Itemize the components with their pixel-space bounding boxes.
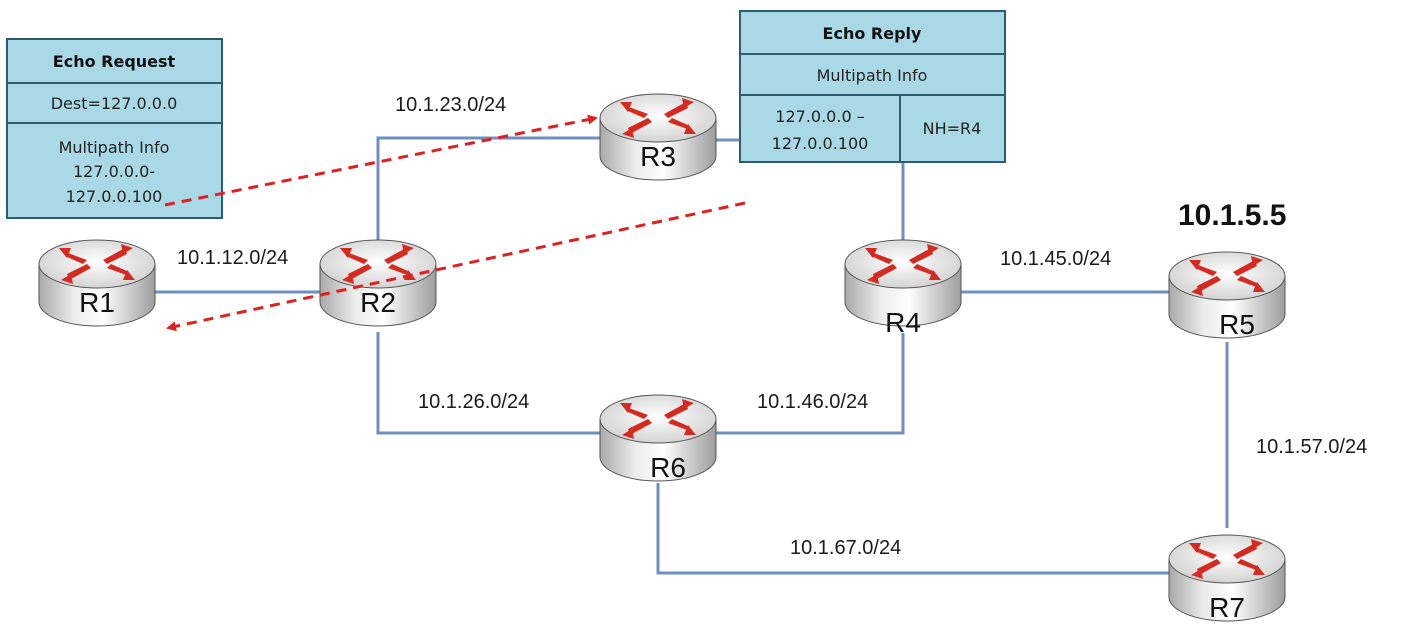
echo-reply-next-hop: NH=R4 <box>923 119 982 138</box>
echo-reply-range-start: 127.0.0.0 – <box>775 107 864 126</box>
link-r6-r7 <box>656 483 1175 575</box>
echo-request-arrow <box>164 114 598 207</box>
router-r6: R6 <box>599 394 717 483</box>
network-label-46: 10.1.46.0/24 <box>757 391 868 413</box>
echo-request-range-end: 127.0.0.100 <box>66 187 163 206</box>
echo-reply-range-end: 127.0.0.100 <box>772 134 869 153</box>
router-r5-label: R5 <box>1219 309 1255 340</box>
router-r7: R7 <box>1168 534 1286 623</box>
router-r5: R5 <box>1168 251 1286 340</box>
router-r4-label: R4 <box>885 307 921 338</box>
network-label-23: 10.1.23.0/24 <box>395 94 506 116</box>
echo-request-multipath-label: Multipath Info <box>59 138 170 157</box>
network-label-26: 10.1.26.0/24 <box>418 391 529 413</box>
network-label-57: 10.1.57.0/24 <box>1256 436 1367 458</box>
echo-reply-box: Echo Reply Multipath Info 127.0.0.0 – 12… <box>739 10 1006 163</box>
router-r4: R4 <box>844 239 962 338</box>
router-r3: R3 <box>599 93 717 181</box>
echo-reply-title: Echo Reply <box>823 24 922 43</box>
echo-request-range-start: 127.0.0.0- <box>73 162 155 181</box>
echo-reply-multipath-label: Multipath Info <box>817 66 928 85</box>
echo-reply-arrow <box>166 201 746 332</box>
router-r7-label: R7 <box>1209 592 1245 623</box>
router-r2-label: R2 <box>360 287 396 318</box>
echo-request-dest: Dest=127.0.0.0 <box>51 94 178 113</box>
router-r1-label: R1 <box>79 287 115 318</box>
target-ip-label: 10.1.5.5 <box>1178 199 1286 232</box>
network-label-67: 10.1.67.0/24 <box>790 537 901 559</box>
router-r2: R2 <box>319 239 437 327</box>
network-label-45: 10.1.45.0/24 <box>1000 248 1111 270</box>
echo-request-title: Echo Request <box>53 52 176 71</box>
link-r6-r4 <box>710 333 905 435</box>
router-r3-label: R3 <box>640 141 676 172</box>
network-label-12: 10.1.12.0/24 <box>177 247 288 269</box>
link-r2-r3 <box>376 136 605 248</box>
link-r2-r6 <box>376 332 605 435</box>
router-r1: R1 <box>38 239 156 327</box>
router-r6-label: R6 <box>650 452 686 483</box>
echo-request-box: Echo Request Dest=127.0.0.0 Multipath In… <box>6 38 223 219</box>
